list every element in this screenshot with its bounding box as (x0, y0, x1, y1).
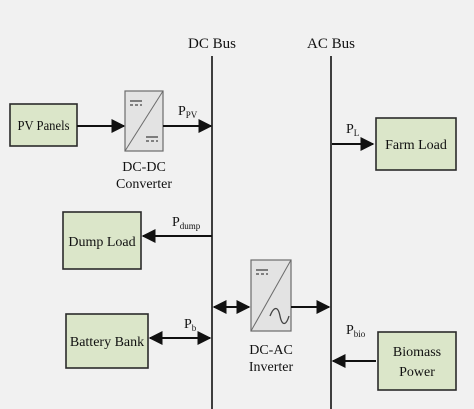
farm-load-block: Farm Load (375, 117, 457, 171)
dc-dc-converter: DC-DC Converter (116, 90, 172, 192)
dump-load-block: Dump Load (62, 211, 142, 270)
pbio-label: Pbio (346, 323, 366, 339)
dc-bus-label: DC Bus (188, 36, 236, 52)
biomass-power-block: Biomass Power (377, 331, 457, 391)
dc-dc-diagonal (124, 90, 164, 152)
dc-ac-label-1: DC-AC (249, 343, 293, 358)
battery-bank-label: Battery Bank (70, 335, 144, 350)
dc-dc-label-1: DC-DC (122, 160, 166, 175)
ppv-label: PPV (178, 104, 198, 120)
pdump-label: Pdump (172, 215, 201, 231)
dc-ac-diagonal (250, 259, 292, 332)
biomass-label-2: Power (399, 365, 435, 380)
dc-dc-label-2: Converter (116, 177, 172, 192)
dc-ac-sine-mark (269, 307, 290, 325)
pl-label: PL (346, 122, 359, 138)
battery-bank-block: Battery Bank (65, 313, 149, 369)
farm-load-label: Farm Load (385, 138, 447, 153)
ac-bus-label: AC Bus (307, 36, 355, 52)
dump-load-label: Dump Load (68, 235, 135, 250)
dc-ac-inverter: DC-AC Inverter (249, 259, 294, 375)
pb-label: Pb (184, 317, 197, 333)
dc-ac-label-2: Inverter (249, 360, 294, 375)
biomass-label-1: Biomass (393, 345, 441, 360)
pv-panels-label: PV Panels (18, 119, 70, 134)
pv-panels-block: PV Panels (9, 103, 78, 147)
